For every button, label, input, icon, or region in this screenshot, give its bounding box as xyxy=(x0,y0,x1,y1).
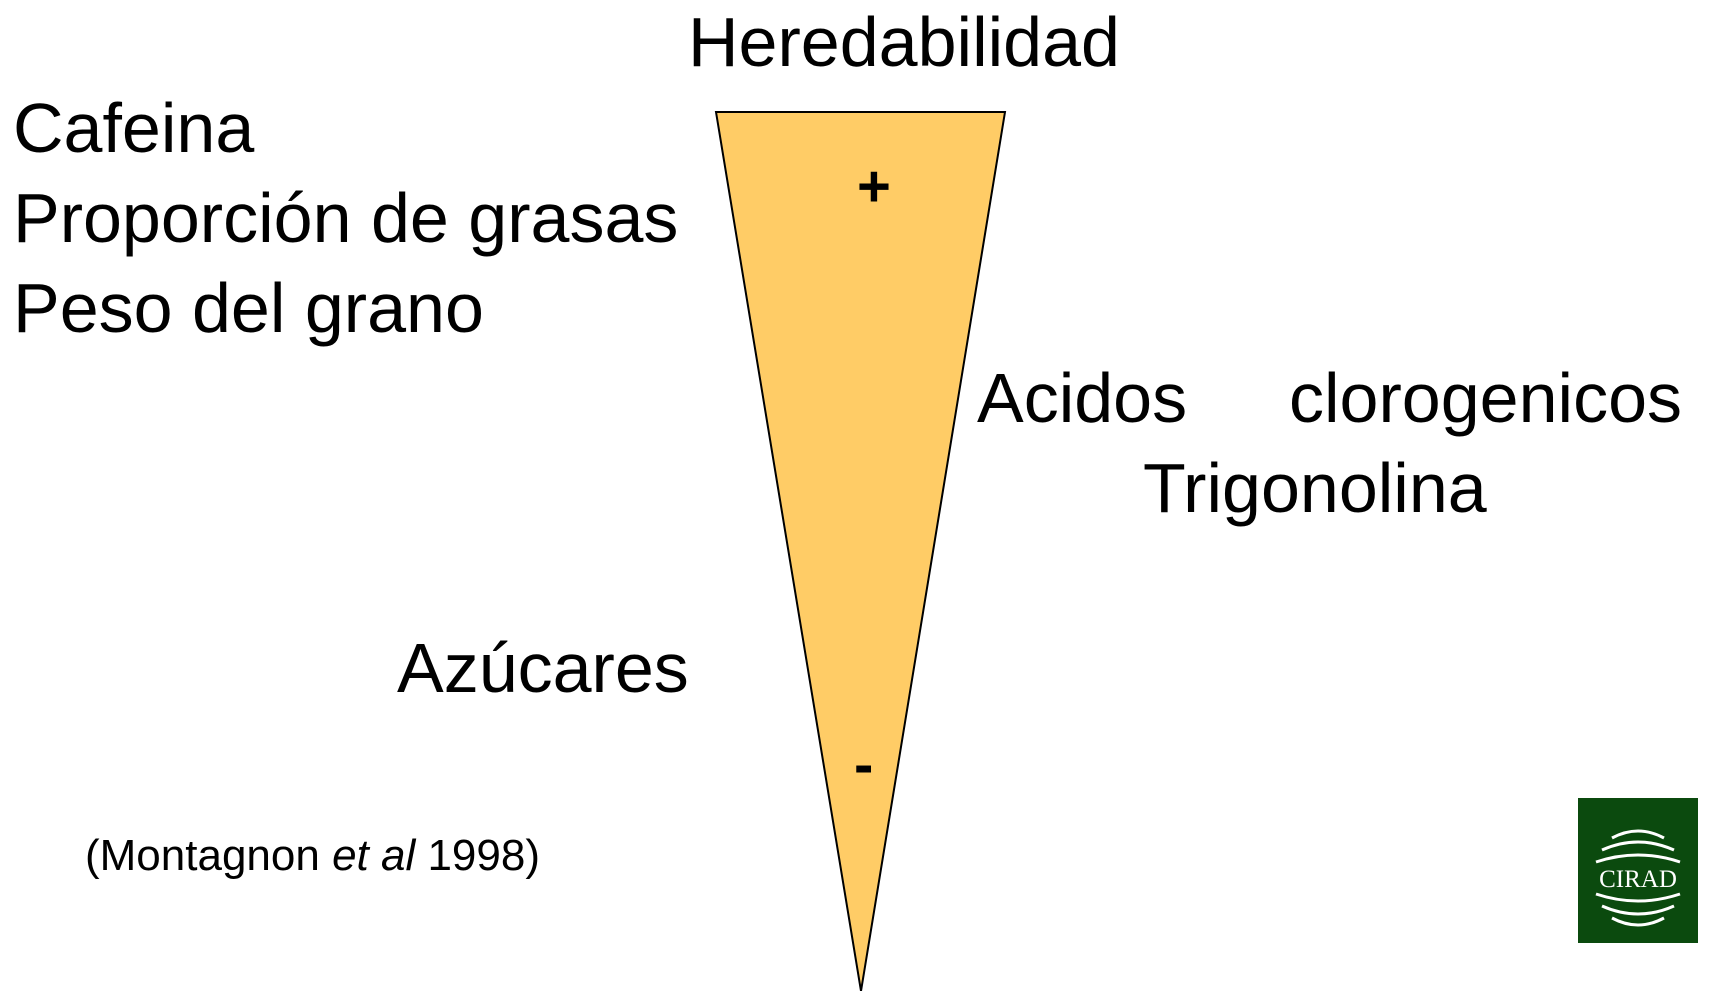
diagram-title: Heredabilidad xyxy=(688,3,1120,81)
trait-peso-grano: Peso del grano xyxy=(13,269,484,347)
high-heritability-sign: + xyxy=(857,154,891,219)
citation-open: (Montagnon xyxy=(85,831,333,880)
cirad-logo: CIRAD xyxy=(1578,798,1698,943)
trait-proporcion-grasas: Proporción de grasas xyxy=(13,179,679,257)
trait-azucares: Azúcares xyxy=(397,629,689,707)
low-heritability-sign: - xyxy=(854,732,874,797)
trait-cafeina: Cafeina xyxy=(13,89,255,167)
cirad-globe-icon: CIRAD xyxy=(1595,829,1681,927)
citation: (Montagnon et al 1998) xyxy=(85,834,540,878)
trait-trigonolina: Trigonolina xyxy=(1143,449,1487,527)
trait-acidos: Acidos xyxy=(977,359,1188,437)
citation-italic: et al xyxy=(332,831,416,880)
trait-clorogenicos: clorogenicos xyxy=(1289,359,1682,437)
wedge-triangle xyxy=(714,111,1007,991)
logo-text: CIRAD xyxy=(1599,866,1677,893)
citation-close: 1998) xyxy=(415,831,540,880)
